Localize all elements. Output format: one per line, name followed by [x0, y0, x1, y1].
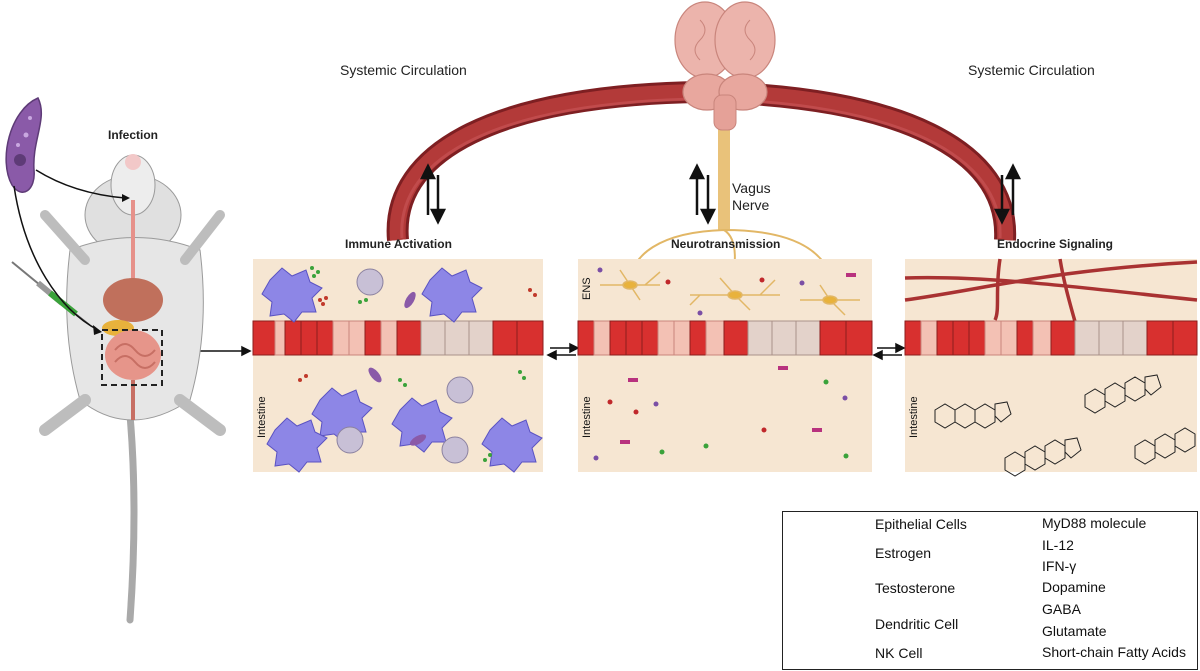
blood-vessels-panel-3 [904, 258, 1198, 341]
neurotransmitters-panel-2 [593, 267, 856, 461]
legend-dopamine: Dopamine [1042, 579, 1106, 595]
arrows-panel-1-2 [546, 342, 580, 361]
nerve-label: Nerve [732, 197, 770, 213]
infection-arrow-ip [13, 185, 99, 331]
legend-dendritic-cell: Dendritic Cell [875, 616, 959, 632]
panel-neurotransmission [577, 259, 873, 472]
legend-short-chain-fatty-acids: Short-chain Fatty Acids [1042, 644, 1186, 660]
nk-cells-panel-1 [336, 268, 474, 464]
legend-glutamate: Glutamate [1042, 623, 1107, 639]
legend-ifn-gamma: IFN-γ [1042, 558, 1077, 574]
blood-vessel-arch [386, 80, 1017, 241]
legend-gaba: GABA [1042, 601, 1081, 617]
epithelium-row-2 [577, 320, 873, 356]
immune-activation-title: Immune Activation [345, 237, 452, 251]
panel-endocrine-signaling [904, 258, 1198, 477]
infection-arrowhead-ip [93, 325, 102, 335]
parasite-icon [5, 97, 43, 193]
brain-icon [674, 1, 776, 131]
epithelium-row-3 [904, 320, 1198, 356]
endocrine-signaling-title: Endocrine Signaling [997, 237, 1114, 251]
legend-myd88: MyD88 molecule [1042, 515, 1147, 531]
dendritic-cells-panel-1 [261, 267, 543, 473]
infection-arrow-oral [35, 169, 126, 199]
intestine-label-panel-1: Intestine [256, 396, 268, 438]
enteric-neurons [600, 269, 860, 316]
intestine-label-panel-2: Intestine [581, 396, 593, 438]
arrows-left-vertical [419, 163, 447, 225]
vagus-label: Vagus [732, 180, 771, 196]
cytokines-panel-1 [298, 266, 537, 462]
parasites-panel-1 [368, 291, 427, 446]
steroid-structures [934, 374, 1196, 477]
arrows-right-vertical [993, 163, 1022, 225]
legend-epithelial-cells: Epithelial Cells [875, 516, 967, 532]
infection-label: Infection [108, 128, 158, 142]
mouse-illustration [39, 154, 226, 624]
legend-testosterone: Testosterone [875, 580, 956, 596]
legend [782, 511, 1198, 670]
neurotransmission-title: Neurotransmission [671, 237, 781, 251]
intestine-label-panel-3: Intestine [908, 396, 920, 438]
arrow-mouse-to-panel [200, 345, 252, 357]
legend-estrogen: Estrogen [875, 545, 932, 561]
vagus-nerve [718, 128, 730, 230]
epithelium-row-1 [252, 320, 544, 356]
legend-il12: IL-12 [1042, 537, 1074, 553]
ens-label: ENS [581, 277, 593, 300]
legend-nk-cell: NK Cell [875, 645, 923, 661]
arrows-center-vertical [688, 163, 717, 225]
infection-arrowhead-oral [122, 194, 130, 202]
systemic-circulation-right-label: Systemic Circulation [968, 62, 1095, 78]
arrows-panel-2-3 [872, 342, 906, 361]
panel-immune-activation [252, 259, 544, 473]
systemic-circulation-left-label: Systemic Circulation [340, 62, 467, 78]
